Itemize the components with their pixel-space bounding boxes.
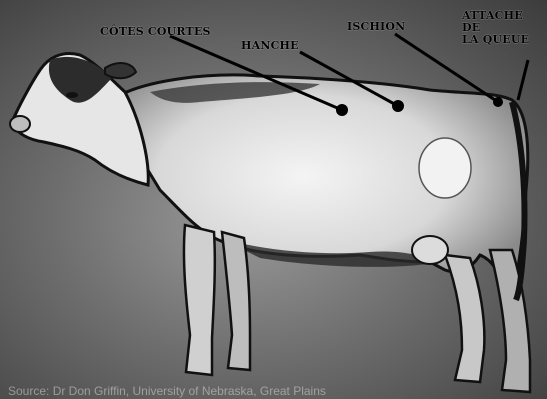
label-attache-line3: LA QUEUE	[462, 34, 546, 46]
label-ischion: ISCHION	[347, 21, 405, 33]
eye	[66, 92, 78, 98]
source-caption: Source: Dr Don Griffin, University of Ne…	[8, 384, 326, 398]
udder	[412, 236, 448, 264]
front-leg-left	[184, 225, 215, 375]
marker-hanche	[392, 100, 404, 112]
muzzle	[10, 116, 30, 132]
marker-ischion	[493, 97, 503, 107]
hip-highlight	[419, 138, 471, 198]
ear	[105, 63, 136, 78]
marker-cotes-courtes	[336, 104, 348, 116]
label-attache-de-la-queue: ATTACHE DE LA QUEUE	[462, 10, 546, 46]
front-leg-right	[222, 232, 250, 370]
label-cotes-courtes: CÔTES COURTES	[100, 26, 211, 38]
hind-leg-left	[445, 255, 484, 382]
label-hanche: HANCHE	[241, 40, 299, 52]
pointer-attache	[518, 60, 528, 100]
